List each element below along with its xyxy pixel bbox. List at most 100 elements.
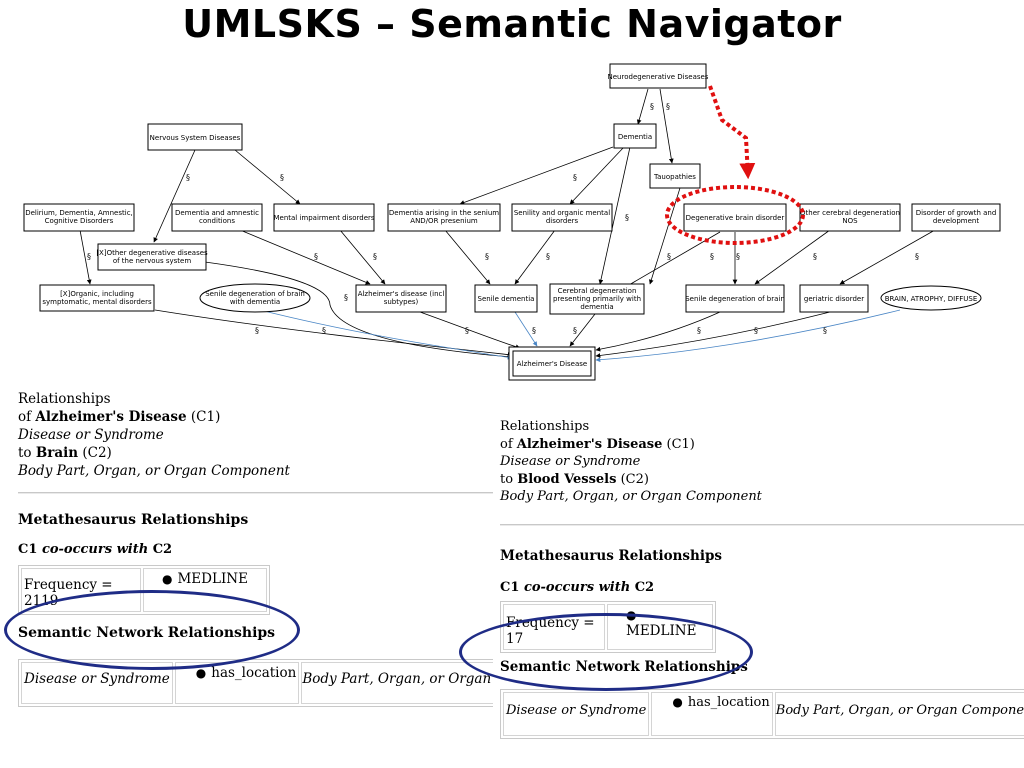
node-alzheimers-disease[interactable]: Alzheimer's Disease <box>508 346 596 381</box>
slide-title: UMLSKS – Semantic Navigator <box>182 2 842 46</box>
edge-label: § <box>87 252 91 261</box>
concept1-type: Disease or Syndrome <box>18 427 164 443</box>
edge-label: § <box>573 173 577 182</box>
concept1-link[interactable]: Alzheimer's Disease <box>516 436 663 452</box>
svg-text:Senile degeneration of brain: Senile degeneration of brain <box>685 295 785 303</box>
svg-text:Tauopathies: Tauopathies <box>653 173 696 181</box>
edge-label: § <box>373 252 377 261</box>
node-senile-degeneration-of-brain[interactable]: Senile degeneration of brain <box>685 284 785 313</box>
source-label: MEDLINE <box>177 571 248 587</box>
node-tauopathies[interactable]: Tauopathies <box>649 163 701 189</box>
semnet-object[interactable]: Body Part, Organ, or Organ Component <box>774 691 1024 736</box>
edge-label: § <box>314 252 318 261</box>
edge-label: § <box>465 326 469 335</box>
svg-text:Nervous System Diseases: Nervous System Diseases <box>150 134 241 142</box>
highlight-annotations <box>665 85 805 245</box>
node-delirium-dementia-amnestic[interactable]: Delirium, Dementia, Amnestic,Cognitive D… <box>23 203 135 232</box>
edge-label: § <box>573 326 577 335</box>
node-nervous-system-diseases[interactable]: Nervous System Diseases <box>147 123 243 151</box>
separator <box>18 492 493 494</box>
of-label: of <box>500 436 513 452</box>
svg-text:Dementia: Dementia <box>618 133 652 141</box>
edge-label: § <box>823 326 827 335</box>
edge-label: § <box>485 252 489 261</box>
relation-label: has_location <box>211 665 297 681</box>
relationships-label: Relationships <box>18 391 111 407</box>
svg-text:Delirium, Dementia, Amnestic,C: Delirium, Dementia, Amnestic,Cognitive D… <box>25 209 133 225</box>
edge-label: § <box>322 326 326 335</box>
red-dotted-highlight <box>665 185 805 245</box>
edge-label: § <box>650 102 654 111</box>
bullet-icon: ● <box>672 694 683 709</box>
concept2-link[interactable]: Blood Vessels <box>517 471 617 487</box>
concept2-type: Body Part, Organ, or Organ Component <box>18 463 290 479</box>
node-neurodegenerative-diseases[interactable]: Neurodegenerative Diseases <box>608 63 709 89</box>
graph-nodes: Neurodegenerative Diseases Nervous Syste… <box>23 63 1001 381</box>
edge-label: § <box>255 326 259 335</box>
metathesaurus-heading: Metathesaurus Relationships <box>18 512 249 528</box>
concept1-link[interactable]: Alzheimer's Disease <box>35 409 187 425</box>
svg-text:BRAIN, ATROPHY, DIFFUSE: BRAIN, ATROPHY, DIFFUSE <box>885 295 978 303</box>
edge-labels: § § § § § § § § § § § § § § § § § § § § … <box>87 102 919 335</box>
red-dotted-arrow <box>708 85 756 180</box>
node-degenerative-brain-disorder[interactable]: Degenerative brain disorder <box>683 203 787 232</box>
cooccurs-line: C1 co-occurs with C2 <box>500 579 655 595</box>
semnet-object[interactable]: Body Part, Organ, or Organ Co <box>301 662 493 704</box>
edge-label: § <box>813 252 817 261</box>
edge-label: § <box>186 173 190 182</box>
to-label: to <box>500 471 514 487</box>
semantic-network-table: Disease or Syndrome ●has_location Body P… <box>18 659 493 707</box>
right-relationship-panel: Relationships of Alzheimer's Disease (C1… <box>500 418 1024 739</box>
edge-label: § <box>667 252 671 261</box>
concept2-link[interactable]: Brain <box>35 445 79 461</box>
edge-label: § <box>666 102 670 111</box>
bullet-icon: ● <box>195 666 207 680</box>
left-relationship-header: Relationships of Alzheimer's Disease (C1… <box>18 390 493 480</box>
relationships-label: Relationships <box>500 419 590 434</box>
relation-label: has_location <box>687 694 770 710</box>
metathesaurus-heading: Metathesaurus Relationships <box>500 547 722 564</box>
edge-label: § <box>697 326 701 335</box>
svg-text:Alzheimer's Disease: Alzheimer's Disease <box>517 360 587 368</box>
separator <box>500 523 1024 526</box>
edge-label: § <box>754 326 758 335</box>
semnet-subject[interactable]: Disease or Syndrome <box>503 691 650 736</box>
node-dementia[interactable]: Dementia <box>613 123 657 149</box>
to-label: to <box>18 445 32 461</box>
blue-oval-highlight-left <box>4 590 300 670</box>
concept2-type: Body Part, Organ, or Organ Component <box>500 489 762 504</box>
semnet-relation: ● has_location <box>651 691 773 736</box>
node-senile-dementia[interactable]: Senile dementia <box>474 284 538 313</box>
edge-label: § <box>710 252 714 261</box>
node-mental-impairment-disorders[interactable]: Mental impairment disorders <box>273 203 375 232</box>
semantic-network-table: Disease or Syndrome ● has_location Body P… <box>500 688 1024 739</box>
node-brain-atrophy-diffuse[interactable]: BRAIN, ATROPHY, DIFFUSE <box>880 285 982 311</box>
edge-label: § <box>280 173 284 182</box>
graph-edges <box>79 88 936 363</box>
node-geriatric-disorder[interactable]: geriatric disorder <box>799 284 869 313</box>
of-label: of <box>18 409 32 425</box>
edge-label: § <box>344 293 348 302</box>
cooccurs-line: C1 co-occurs with C2 <box>18 542 173 557</box>
concept1-code: (C1) <box>666 436 695 452</box>
svg-text:geriatric disorder: geriatric disorder <box>804 295 864 303</box>
concept2-code: (C2) <box>620 471 649 487</box>
edge-label: § <box>546 252 550 261</box>
